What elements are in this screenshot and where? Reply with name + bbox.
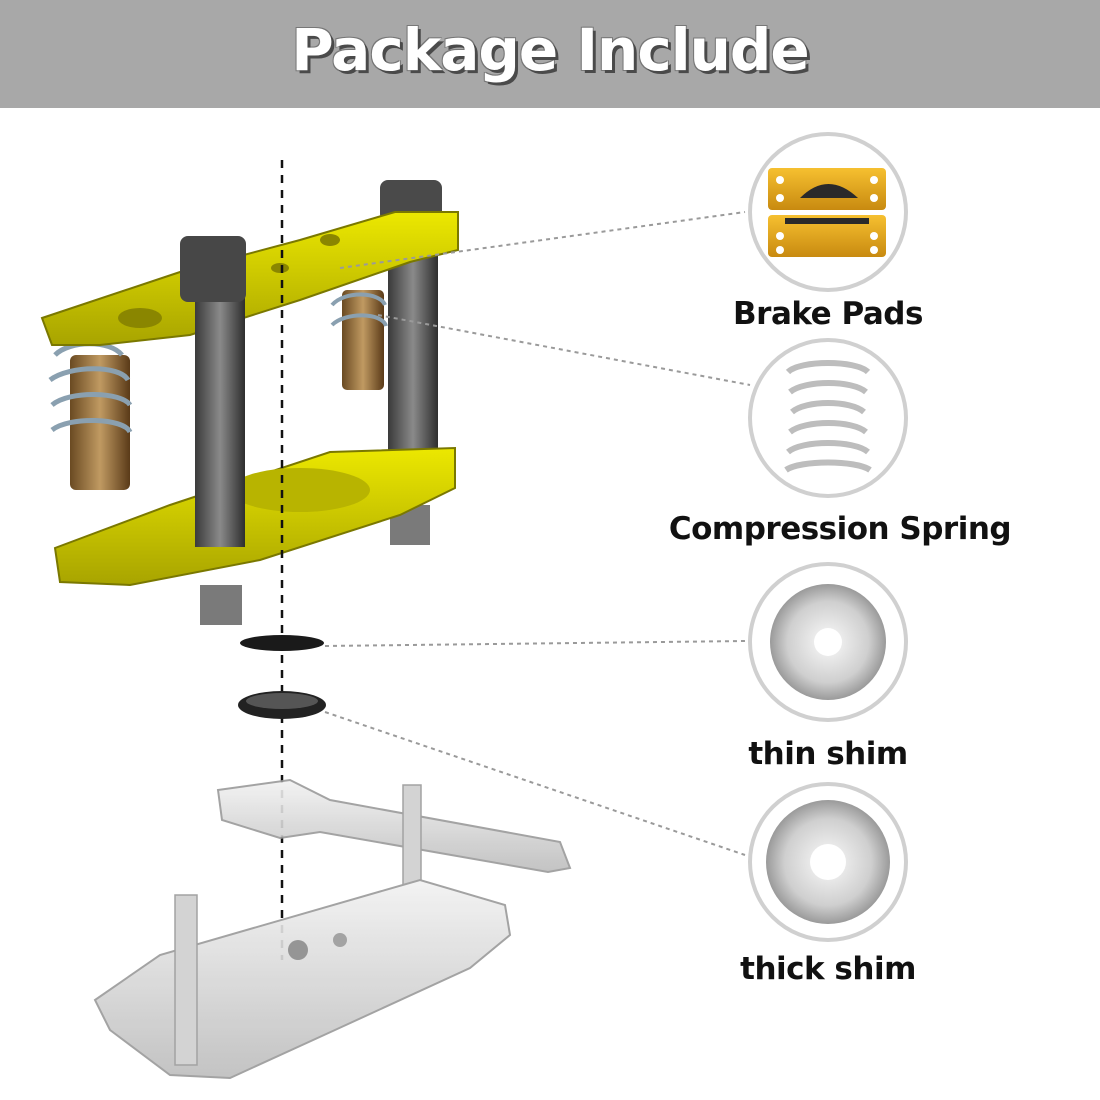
thin-shim-part — [240, 635, 324, 651]
right-spring-bushing — [330, 290, 388, 390]
metal-lever-base — [93, 778, 572, 1080]
front-pin — [195, 262, 245, 547]
brake-pads-icon — [748, 132, 908, 292]
thin-shim-icon — [748, 562, 908, 722]
thick-shim-label: thick shim — [740, 951, 916, 987]
page-title: Package Include — [291, 16, 810, 84]
spring-icon — [748, 338, 908, 498]
thin-shim-label: thin shim — [748, 736, 908, 772]
left-spring-bushing — [48, 341, 133, 490]
header-banner: Package Include — [0, 0, 1100, 108]
brake-pads-label: Brake Pads — [733, 296, 923, 332]
thick-shim-icon — [748, 782, 908, 942]
compression-spring-label: Compression Spring — [668, 511, 1012, 547]
leader-lines — [324, 211, 751, 856]
